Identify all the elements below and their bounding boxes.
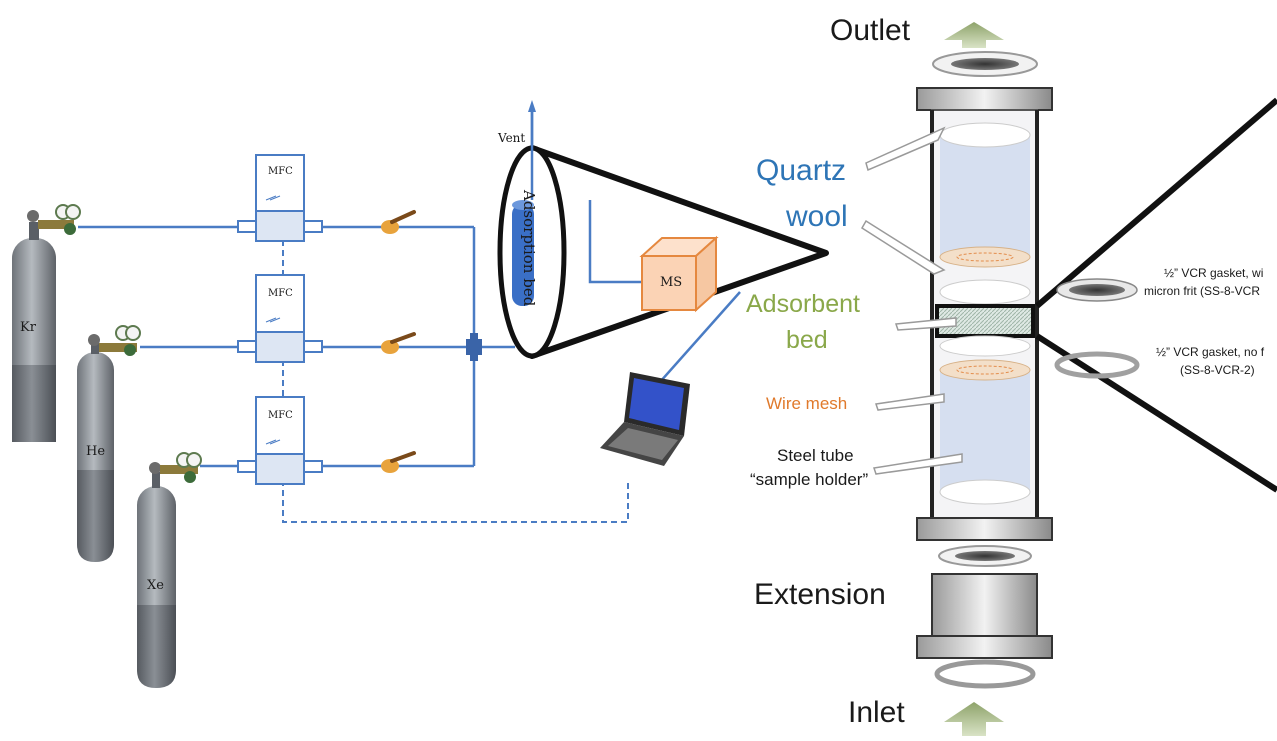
mfc-label-top: MFC	[268, 166, 293, 177]
outlet-label: Outlet	[830, 14, 911, 47]
he-cylinder	[77, 338, 114, 562]
steel-tube-label-line2: “sample holder”	[750, 470, 869, 489]
quartz-label-line2: wool	[786, 200, 848, 233]
mfc-unit-top	[237, 154, 323, 242]
ms-cube	[639, 235, 719, 313]
cross-fitting-icon	[466, 333, 482, 361]
inlet-label: Inlet	[848, 696, 905, 729]
bottom-flange	[916, 517, 1053, 541]
mfc-unit-bottom	[237, 396, 323, 485]
adsorbent-label-line2: bed	[786, 326, 828, 354]
mfc-label-bottom: MFC	[268, 410, 293, 421]
steel-tube-label-line1: Steel tube	[777, 446, 854, 465]
inlet-arrow-icon	[944, 702, 1004, 736]
kr-regulator-icon	[27, 204, 81, 235]
valve-icon-middle	[381, 332, 416, 354]
xe-cylinder-label: Xe	[147, 578, 164, 593]
vcr-gasket-nofrit	[1054, 351, 1140, 379]
adsorbent-label-line1: Adsorbent	[746, 290, 860, 318]
kr-cylinder-label: Kr	[20, 320, 36, 335]
he-regulator-icon	[88, 325, 141, 356]
wire-mesh-label: Wire mesh	[766, 394, 848, 413]
gasket-frit-label-line2: micron frit (SS-8-VCR	[1144, 284, 1261, 298]
quartz-label-line1: Quartz	[756, 154, 847, 187]
detail-zoom-lines	[1035, 97, 1277, 493]
valve-icon-top	[381, 210, 416, 234]
xe-regulator-icon	[149, 452, 202, 483]
adsorption-bed-label: Adsorption bed	[520, 190, 538, 307]
top-gasket	[932, 51, 1038, 77]
mfc-unit-middle	[237, 274, 323, 363]
laptop-icon	[600, 372, 690, 466]
kr-cylinder	[12, 222, 56, 442]
callout-arrows	[860, 126, 963, 475]
ms-label: MS	[660, 275, 683, 290]
gasket-nofrit-label-line1: ½” VCR gasket, no f	[1156, 345, 1265, 359]
gasket-frit-label-line1: ½” VCR gasket, wi	[1164, 266, 1264, 280]
top-flange	[916, 87, 1053, 111]
he-cylinder-label: He	[86, 444, 106, 459]
vent-label: Vent	[498, 131, 526, 145]
outlet-arrow-icon	[944, 22, 1004, 48]
middle-gasket	[938, 545, 1032, 567]
bottom-gasket	[934, 659, 1036, 689]
extension-label: Extension	[754, 578, 886, 611]
extension-fitting	[916, 573, 1053, 659]
vcr-gasket-frit	[1056, 278, 1138, 302]
mfc-label-middle: MFC	[268, 288, 293, 299]
gasket-nofrit-label-line2: (SS-8-VCR-2)	[1180, 363, 1255, 377]
xe-cylinder	[137, 472, 176, 688]
valve-icon-bottom	[381, 451, 416, 473]
